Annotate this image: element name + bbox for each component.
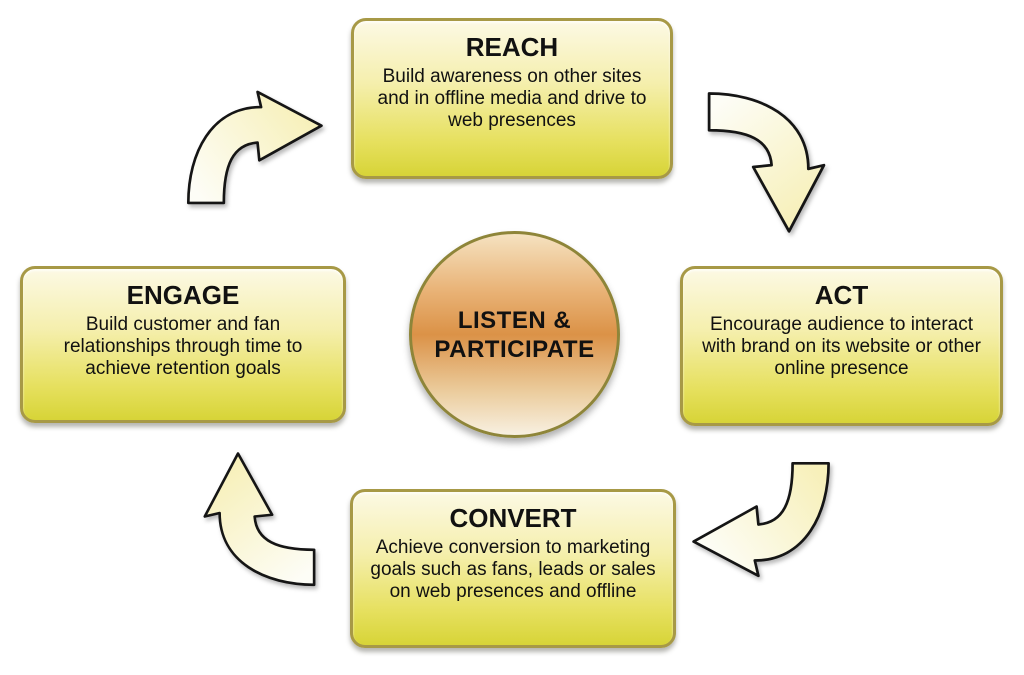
arrow-reach-to-act-icon (707, 92, 826, 233)
node-engage-body: Build customer and fan relationships thr… (63, 314, 303, 379)
arrow-engage-to-reach-icon (186, 90, 323, 205)
node-reach-body: Build awareness on other sites and in of… (377, 66, 647, 131)
center-node-listen-participate: LISTEN & PARTICIPATE (409, 231, 620, 438)
node-reach-title: REACH (465, 32, 559, 62)
center-node-line2: PARTICIPATE (434, 335, 595, 363)
node-act-body: Encourage audience to interact with bran… (702, 314, 981, 379)
arrow-convert-to-engage-icon (203, 452, 316, 587)
node-engage-title: ENGAGE (126, 280, 240, 310)
node-reach: REACH Build awareness on other sites and… (351, 18, 673, 179)
node-convert: CONVERT Achieve conversion to marketing … (350, 489, 676, 648)
node-convert-body: Achieve conversion to marketing goals su… (370, 537, 656, 602)
arrow-act-to-convert-icon (692, 461, 830, 578)
node-act: ACT Encourage audience to interact with … (680, 266, 1003, 426)
node-convert-title: CONVERT (449, 503, 577, 533)
node-act-title: ACT (814, 280, 869, 310)
center-node-line1: LISTEN & (457, 306, 572, 334)
node-engage: ENGAGE Build customer and fan relationsh… (20, 266, 346, 423)
